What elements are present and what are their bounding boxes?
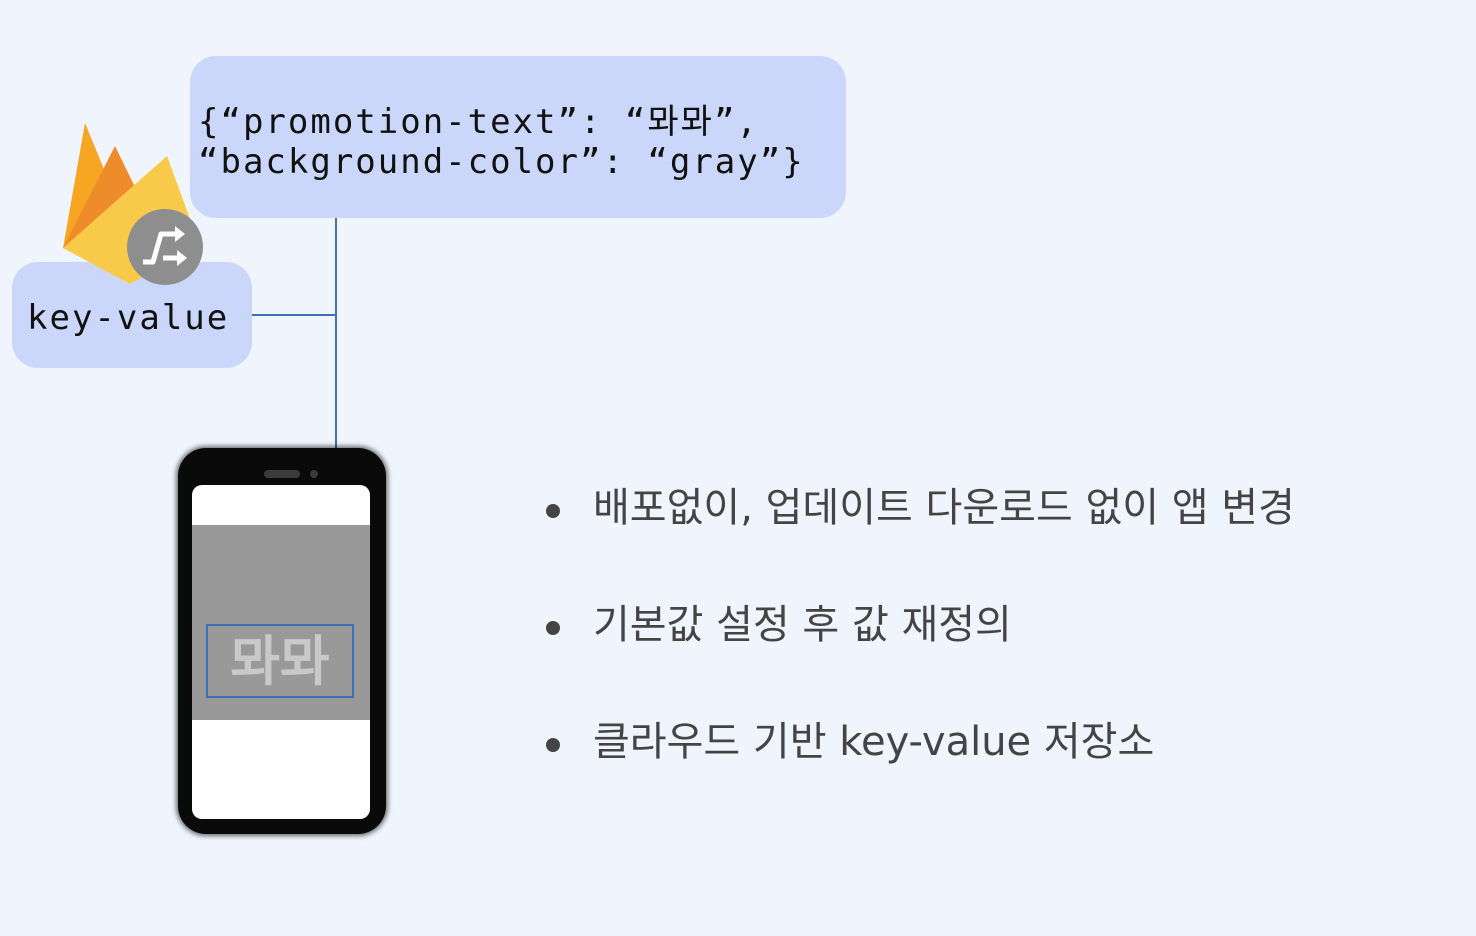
firebase-icon [63,123,203,285]
promotion-banner: 뫄뫄 [192,525,370,720]
bullet-icon [546,621,560,635]
key-value-label: key-value [27,298,230,338]
phone-speaker [264,470,300,478]
feature-item: 배포없이, 업데이트 다운로드 없이 앱 변경 [540,478,1295,595]
feature-item: 기본값 설정 후 값 재정의 [540,595,1295,712]
config-json-box: {“promotion-text”: “뫄뫄”, “background-col… [190,56,846,218]
phone-camera [310,470,318,478]
config-json-line-1: {“promotion-text”: “뫄뫄”, [198,102,759,142]
feature-list: 배포없이, 업데이트 다운로드 없이 앱 변경 기본값 설정 후 값 재정의 클… [540,478,1295,829]
config-json-line-2: “background-color”: “gray”} [198,142,805,182]
phone-screen: 뫄뫄 [192,485,370,819]
feature-text: 기본값 설정 후 값 재정의 [593,602,1012,648]
promotion-text: 뫄뫄 [230,630,330,693]
feature-text: 배포없이, 업데이트 다운로드 없이 앱 변경 [593,485,1295,531]
promotion-text-box: 뫄뫄 [206,624,354,698]
remote-config-icon [127,209,203,285]
bullet-icon [546,738,560,752]
bullet-icon [546,504,560,518]
feature-text: 클라우드 기반 key-value 저장소 [593,719,1155,765]
phone-mockup: 뫄뫄 [178,448,386,834]
feature-item: 클라우드 기반 key-value 저장소 [540,712,1295,829]
